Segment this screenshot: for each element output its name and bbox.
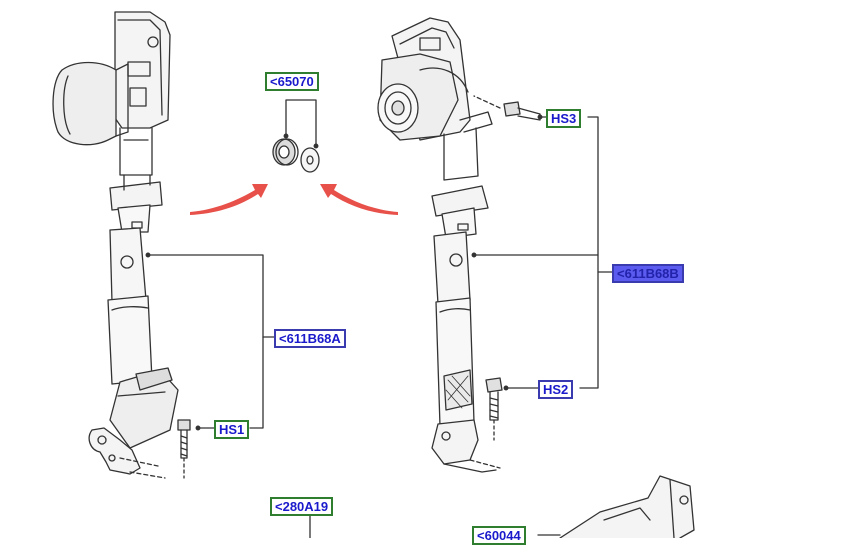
washer-parts <box>272 99 320 173</box>
left-arrow-icon <box>190 184 268 215</box>
callout-hs2[interactable]: HS2 <box>538 380 574 399</box>
direction-arrows <box>190 184 398 215</box>
callout-hs3[interactable]: HS3 <box>546 109 582 128</box>
callout-611b68a[interactable]: <611B68A <box>274 329 346 348</box>
right-arrow-icon <box>320 184 398 215</box>
callout-611b68b[interactable]: <611B68B <box>612 264 684 283</box>
callout-hs1[interactable]: HS1 <box>214 420 250 439</box>
right-seat-belt-assembly <box>377 17 541 473</box>
lower-bracket-part <box>559 475 695 538</box>
left-seat-belt-assembly <box>52 11 191 479</box>
callout-60044[interactable]: <60044 <box>472 526 526 545</box>
leader-line-611b68a <box>147 254 264 429</box>
callout-280a19[interactable]: <280A19 <box>270 497 334 516</box>
callout-65070[interactable]: <65070 <box>265 72 319 91</box>
